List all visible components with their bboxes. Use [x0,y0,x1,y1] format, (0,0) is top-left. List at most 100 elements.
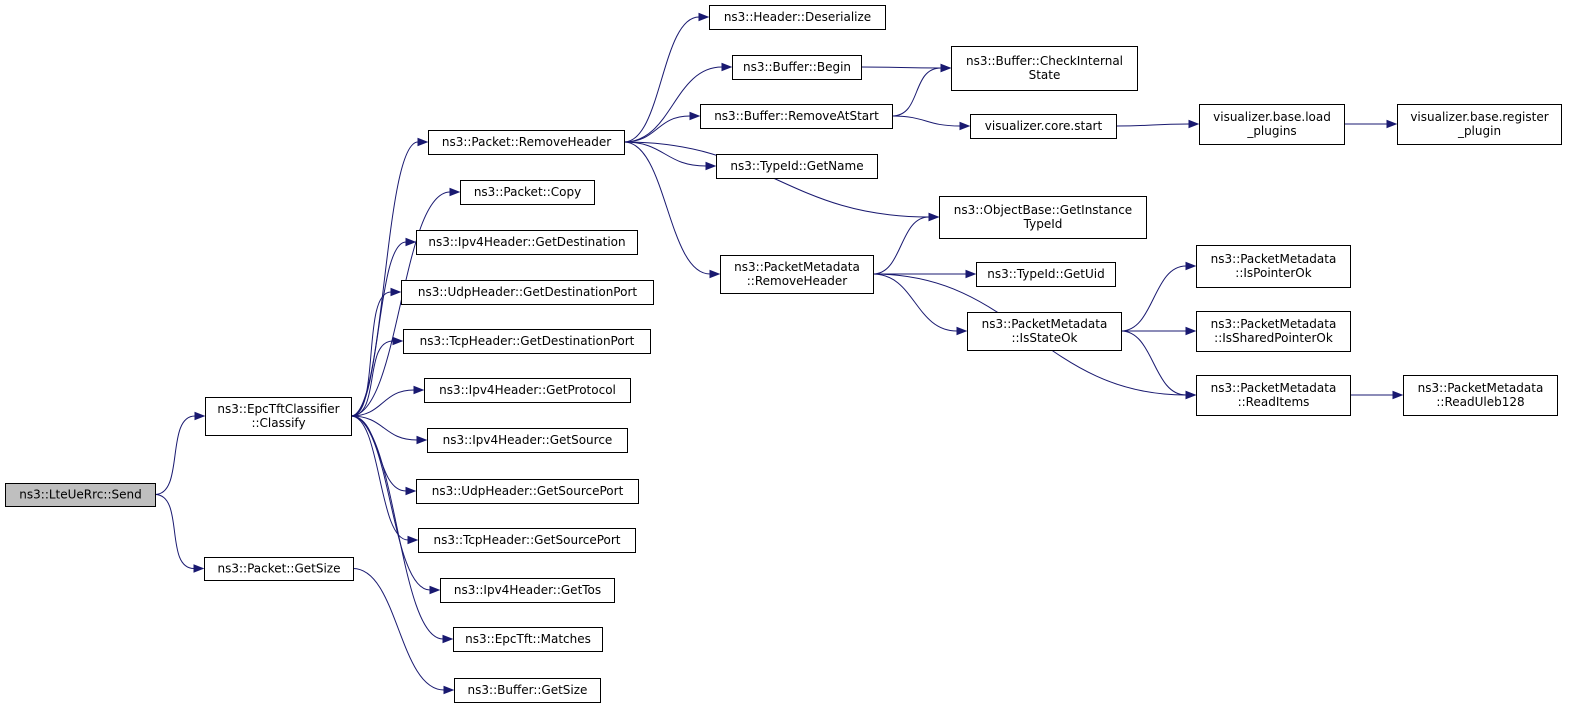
node-label: ns3::Buffer::Begin [743,60,851,74]
node-label: ns3::Buffer::RemoveAtStart [714,109,879,123]
edge-classify-to-pkt_copy [350,187,461,417]
edge-line [623,141,930,218]
node-tcp_getsrcport[interactable]: ns3::TcpHeader::GetSourcePort [418,528,636,553]
edge-arrowhead [449,187,461,197]
edge-arrowhead [413,385,425,395]
edge-arrowhead [965,269,977,279]
node-box [440,578,615,603]
node-label: ns3::UdpHeader::GetSourcePort [432,484,624,498]
node-typeid_getuid[interactable]: ns3::TypeId::GetUid [976,262,1116,287]
edge-classify-to-ipv4_getdest [350,237,417,417]
node-buf_begin[interactable]: ns3::Buffer::Begin [732,55,862,80]
edge-line [350,415,409,541]
edge-line [350,291,392,417]
node-label: ns3::UdpHeader::GetDestinationPort [418,285,637,299]
node-ipv4_getproto[interactable]: ns3::Ipv4Header::GetProtocol [424,378,631,403]
node-pm_isstateok[interactable]: ns3::PacketMetadata::IsStateOk [967,312,1122,351]
node-label: ns3::Packet::GetSize [218,562,341,576]
node-box [460,180,595,205]
node-pm_readuleb128[interactable]: ns3::PacketMetadata::ReadUleb128 [1403,375,1558,416]
edge-arrowhead [959,121,971,131]
edge-arrowhead [1185,390,1197,400]
edge-pm_removeheader-to-pm_isstateok [872,273,968,336]
node-label: ns3::Header::Deserialize [724,10,871,24]
node-label: ns3::PacketMetadata [1211,381,1337,395]
edge-arrowhead [392,336,404,346]
edge-line [154,494,195,569]
node-pkt_getsize[interactable]: ns3::Packet::GetSize [204,557,354,581]
node-tft_matches[interactable]: ns3::EpcTft::Matches [453,627,603,652]
node-box [1196,375,1351,416]
node-label: ns3::Ipv4Header::GetTos [454,583,601,597]
node-ipv4_getsrc[interactable]: ns3::Ipv4Header::GetSource [427,428,628,453]
node-classify[interactable]: ns3::EpcTftClassifier::Classify [205,397,352,436]
node-label: TypeId [1023,217,1063,231]
node-label: ns3::EpcTftClassifier [217,402,339,416]
node-box [416,230,638,255]
node-lte_send[interactable]: ns3::LteUeRrc::Send [5,483,156,507]
node-pm_issharedpointerok[interactable]: ns3::PacketMetadata::IsSharedPointerOk [1196,311,1351,352]
node-box [416,479,639,504]
edge-lte_send-to-classify [154,411,206,495]
node-vis_core_start[interactable]: visualizer.core.start [970,114,1117,139]
node-buf_removeatstart[interactable]: ns3::Buffer::RemoveAtStart [700,104,893,129]
node-label: ::Classify [251,416,305,430]
edge-line [860,66,942,69]
edge-line [154,415,196,495]
edge-buf_removeatstart-to-vis_core_start [891,115,971,131]
edge-line [623,66,723,143]
node-label: ns3::Buffer::CheckInternal [966,54,1123,68]
edge-line [352,568,445,691]
node-pm_readitems[interactable]: ns3::PacketMetadata::ReadItems [1196,375,1351,416]
node-label: ::IsPointerOk [1235,266,1311,280]
edge-arrowhead [709,269,721,279]
node-tcp_getdestport[interactable]: ns3::TcpHeader::GetDestinationPort [403,329,651,354]
node-label: ns3::PacketMetadata [982,317,1108,331]
node-ipv4_gettos[interactable]: ns3::Ipv4Header::GetTos [440,578,615,603]
node-typeid_getname[interactable]: ns3::TypeId::GetName [716,154,878,179]
edge-arrowhead [956,326,968,336]
node-box [205,397,352,436]
edge-pm_isstateok-to-pm_issharedpointerok [1121,326,1197,336]
node-box [1403,375,1558,416]
edge-line [1120,265,1187,332]
node-vis_load_plugins[interactable]: visualizer.base.load_plugins [1199,104,1345,145]
edge-classify-to-tcp_getdestport [350,336,404,417]
edge-arrowhead [443,685,455,695]
node-pkt_removeheader[interactable]: ns3::Packet::RemoveHeader [428,130,625,155]
node-box [403,329,651,354]
edge-classify-to-pkt_removeheader [350,137,429,417]
edge-arrowhead [1188,119,1200,129]
edge-arrowhead [928,212,940,222]
node-pm_ispointerok[interactable]: ns3::PacketMetadata::IsPointerOk [1196,245,1351,288]
node-udp_getdestport[interactable]: ns3::UdpHeader::GetDestinationPort [401,280,654,305]
node-label: ns3::TcpHeader::GetDestinationPort [420,334,635,348]
node-box [970,114,1117,139]
call-nodes: ns3::LteUeRrc::Send ns3::EpcTftClassifier… [5,5,1562,703]
edge-pkt_removeheader-to-buf_removeatstart [623,111,701,143]
edge-arrowhead [1185,326,1197,336]
edge-pm_removeheader-to-objbase_gettypeid [872,212,940,275]
edge-pkt_removeheader-to-objbase_gettypeid [623,141,940,222]
node-pkt_copy[interactable]: ns3::Packet::Copy [460,180,595,205]
edge-line [891,67,942,117]
node-label: ns3::ObjectBase::GetInstance [954,203,1132,217]
edge-arrowhead [689,111,701,121]
edge-vis_load_plugins-to-vis_register_plugin [1344,119,1398,129]
node-pm_removeheader[interactable]: ns3::PacketMetadata::RemoveHeader [720,255,874,294]
node-ipv4_getdest[interactable]: ns3::Ipv4Header::GetDestination [416,230,638,255]
node-label: ns3::Ipv4Header::GetDestination [428,235,625,249]
edge-arrowhead [405,486,417,496]
node-box [418,528,636,553]
node-vis_register_plugin[interactable]: visualizer.base.register_plugin [1397,104,1562,145]
edge-arrowhead [721,62,733,72]
edge-pm_isstateok-to-pm_readitems [1120,330,1197,400]
edge-arrowhead [390,287,402,297]
node-hdr_deserialize[interactable]: ns3::Header::Deserialize [709,5,886,30]
node-buf_getsize[interactable]: ns3::Buffer::GetSize [454,678,601,703]
edge-arrowhead [193,564,205,573]
node-udp_getsrcport[interactable]: ns3::UdpHeader::GetSourcePort [416,479,639,504]
node-label: ns3::Ipv4Header::GetSource [443,433,613,447]
